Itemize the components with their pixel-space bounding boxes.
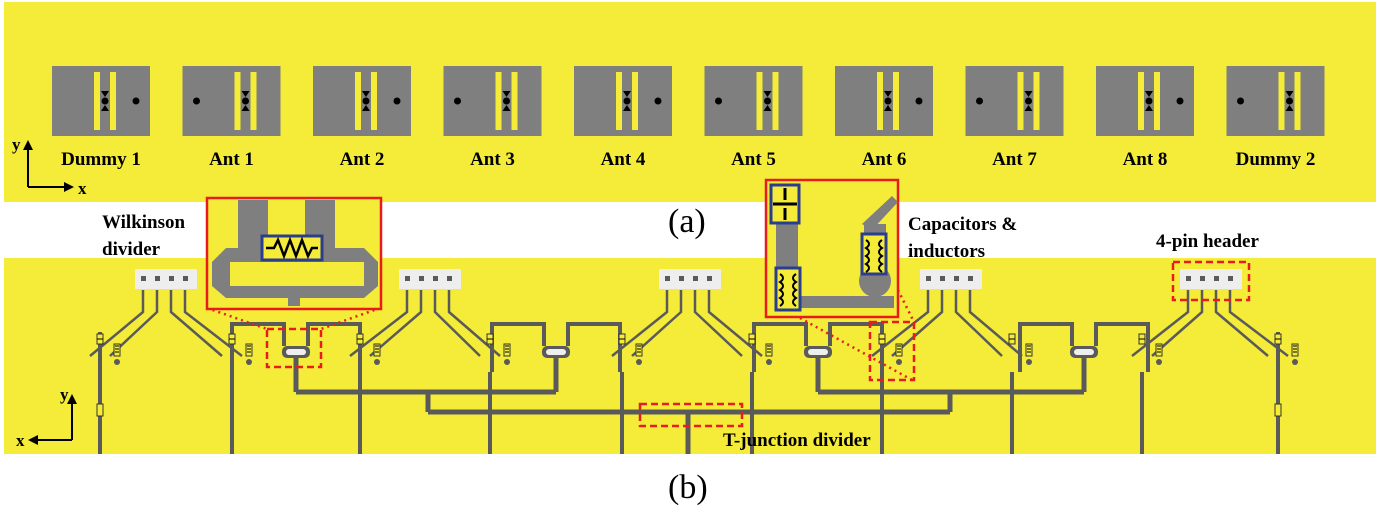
trace [891, 290, 944, 357]
wilkinson-label-line1: Wilkinson [102, 212, 186, 233]
trace [433, 290, 481, 357]
antenna-element [1226, 66, 1325, 136]
capacitor-inductor-pair [878, 333, 903, 365]
pin-headers [135, 269, 1242, 289]
antenna-label: Ant 5 [731, 149, 776, 170]
trace [447, 290, 501, 357]
capacitor-inductor-pair [1008, 333, 1033, 365]
four-pin-header [659, 269, 721, 289]
antenna-element [443, 66, 542, 136]
antenna-label: Ant 7 [992, 149, 1037, 170]
antenna-label: Dummy 2 [1236, 149, 1316, 170]
four-pin-header [920, 269, 982, 289]
trace [349, 290, 409, 357]
capacitors-label-line1: Capacitors & [908, 214, 1017, 235]
capacitor-inductor-pair [618, 333, 643, 365]
panel-b-axes: y x [16, 385, 77, 450]
panel-a-axis-x-label: x [78, 179, 87, 198]
trace [693, 290, 743, 357]
antenna-label: Dummy 1 [61, 149, 141, 170]
antenna-label: Ant 8 [1123, 149, 1168, 170]
trace [169, 290, 223, 357]
inductor-icon [860, 232, 888, 276]
capacitor [1274, 403, 1282, 417]
inductor-icon [774, 266, 802, 312]
trace [1018, 322, 1074, 372]
antenna-element [182, 66, 281, 136]
antenna-element [965, 66, 1064, 136]
trace [183, 290, 243, 357]
panel-a-axes: y x [12, 135, 87, 198]
wilkinson-inset [205, 196, 383, 311]
wilkinson-highlight [265, 327, 323, 369]
trace [968, 290, 1023, 357]
panel-b-axis-x-label: x [16, 431, 25, 450]
antenna-label: Ant 2 [340, 149, 385, 170]
trace [631, 290, 683, 357]
panel-a-caption: (a) [668, 203, 706, 240]
capacitor-inductor-pair [486, 333, 511, 365]
trace [1131, 290, 1190, 357]
trace [1214, 290, 1269, 357]
trace [369, 290, 423, 357]
antenna-element [704, 66, 803, 136]
trace [1094, 322, 1150, 372]
antenna-labels: Dummy 1 Ant 1 Ant 2 Ant 3 Ant 4 Ant 5 Ant 6 Ant… [61, 149, 1315, 170]
four-pin-header [399, 269, 461, 289]
antenna-array [52, 66, 1325, 136]
trace [89, 290, 145, 357]
header-label: 4-pin header [1156, 231, 1259, 252]
panel-a-axis-y-label: y [12, 135, 21, 154]
tjunction-label: T-junction divider [723, 430, 871, 451]
antenna-element [313, 66, 411, 136]
antenna-element [52, 66, 150, 136]
trace [871, 290, 930, 357]
tjunction-highlight [638, 402, 744, 428]
capacitor-inductor-pair [356, 333, 381, 365]
trace [109, 290, 159, 357]
antenna-element [835, 66, 933, 136]
trace [954, 290, 1003, 357]
panel-b-axis-y-label: y [60, 385, 69, 404]
capacitor-inductor-pair [228, 333, 253, 365]
antenna-label: Ant 1 [209, 149, 254, 170]
callout-lines [206, 289, 916, 382]
capacitor-inductor-pair [748, 333, 773, 365]
antenna-element [1096, 66, 1194, 136]
wilkinson-label-line2: divider [102, 239, 161, 260]
trace [707, 290, 763, 357]
antenna-label: Ant 6 [862, 149, 907, 170]
lumped-components [96, 333, 1299, 417]
trace [611, 290, 669, 357]
capacitor-inset [764, 178, 900, 319]
antenna-label: Ant 3 [470, 149, 515, 170]
capacitor [96, 403, 104, 417]
capacitor-inductor-pair [1274, 333, 1299, 365]
four-pin-header [1180, 269, 1242, 289]
trace [1228, 290, 1289, 357]
header-highlight [1171, 260, 1251, 302]
trace [1151, 290, 1204, 357]
panel-b-caption: (b) [668, 469, 708, 506]
capacitor-inductor-pair [1138, 333, 1163, 365]
capacitor-inductor-pair [96, 333, 121, 365]
antenna-element [574, 66, 672, 136]
four-pin-header [135, 269, 197, 289]
antenna-label: Ant 4 [601, 149, 646, 170]
feed-network-traces [89, 290, 1289, 454]
capacitors-label-line2: inductors [908, 241, 985, 262]
capacitor-inductor-highlight [868, 320, 916, 382]
